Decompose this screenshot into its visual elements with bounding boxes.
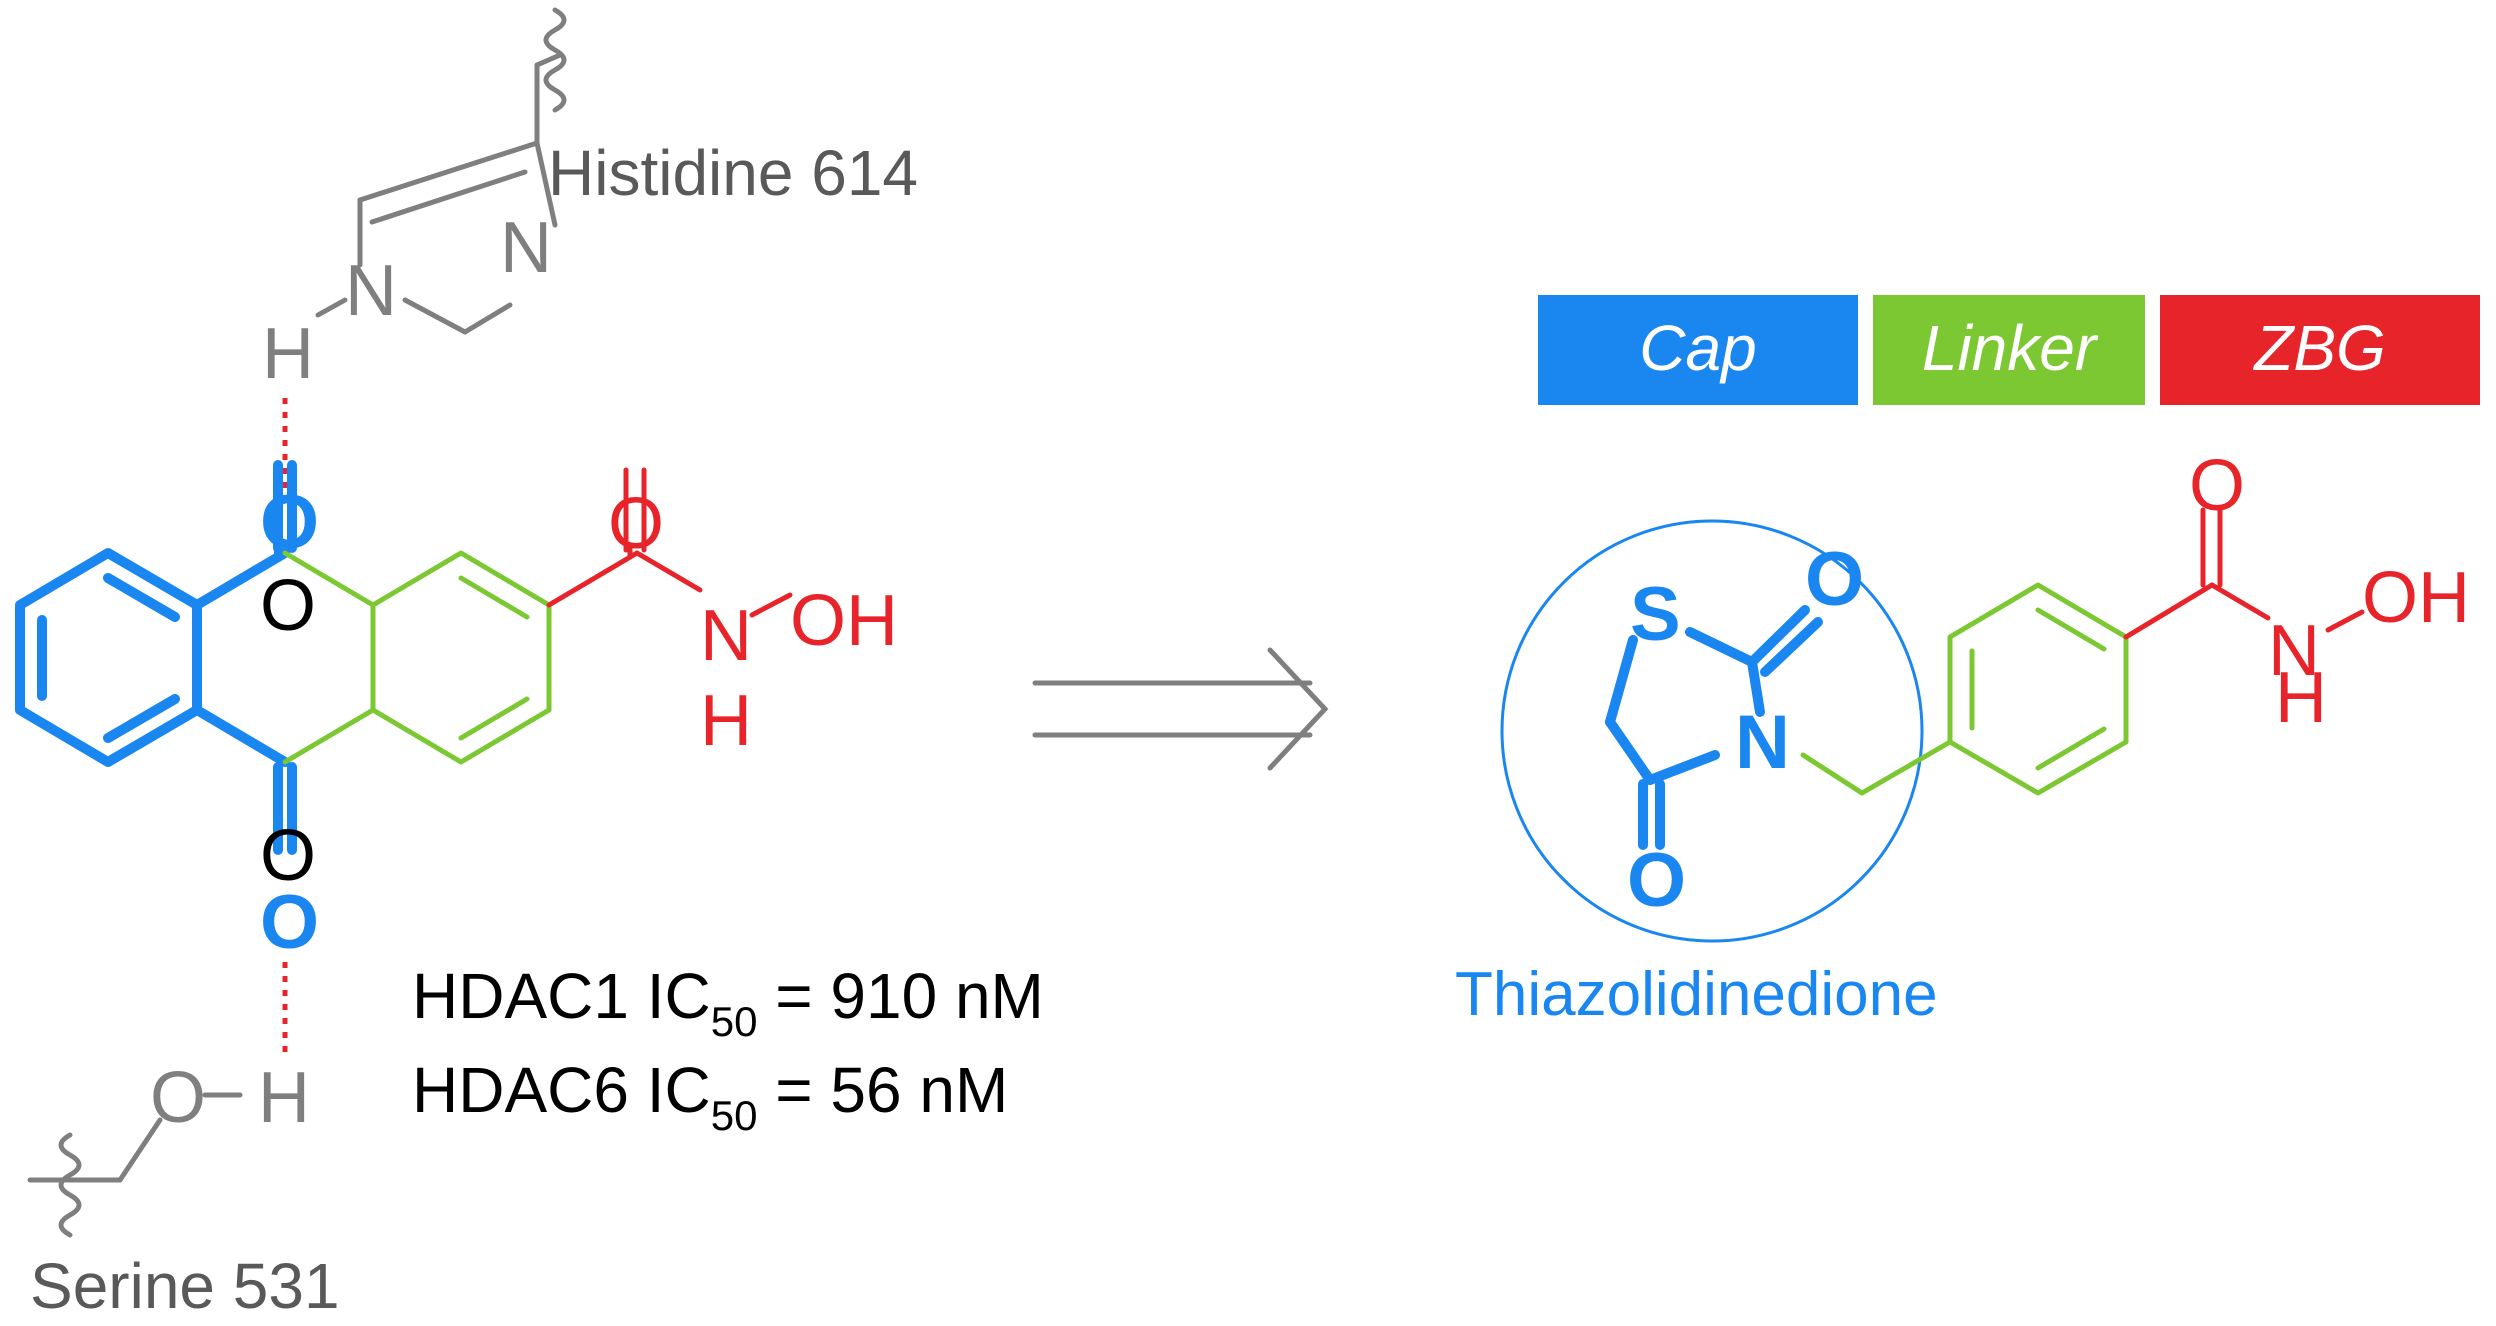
left-zbg-oh-atom: OH [790,581,898,661]
hdac6-ic50-label: HDAC6 IC50 = 56 nM [412,1054,1008,1139]
thiazolidinedione-ring [1605,605,1823,850]
design-arrow [1032,647,1329,771]
right-zbg-oh-atom: OH [2362,558,2470,638]
histidine-n1-atom: N [345,251,397,331]
hdac1-ic50-label: HDAC1 IC50 = 910 nM [412,960,1044,1045]
cap-carbonyl-o-mid-top: O [260,566,316,646]
cap-carbonyl-o-mid-bottom: O [260,816,316,896]
tzd-s-atom: S [1630,572,1681,657]
left-zbg-h-atom: H [700,681,752,761]
serine-label: Serine 531 [30,1250,340,1322]
cap-carbonyl-o-bottom: O [260,880,319,965]
serine-residue [27,1092,243,1238]
tzd-n-atom: N [1735,700,1790,785]
legend-zbg-label: ZBG [2252,312,2386,384]
anthraquinone-linker [282,550,552,765]
legend-cap-box [1538,295,1858,405]
legend: Cap Linker ZBG [1538,295,2480,405]
right-zbg-h-atom: H [2275,658,2327,738]
right-zbg-n-atom: N [2268,611,2320,691]
cap-carbonyl-o-top: O [260,480,319,565]
serine-h-atom: H [258,1058,310,1138]
right-zbg-o-atom: O [2189,446,2245,526]
histidine-h-atom: H [262,314,314,394]
cap-highlight-circle [1500,519,1924,943]
left-zbg-n-atom: N [700,596,752,676]
serine-o-atom: O [150,1058,206,1138]
right-zbg [2123,507,2365,640]
tzd-o-bottom-atom: O [1627,838,1686,923]
left-zbg-o-atom: O [608,484,664,564]
left-zbg [546,467,793,618]
histidine-residue [315,7,567,335]
tzd-o-top-atom: O [1805,537,1864,622]
histidine-label: Histidine 614 [548,137,918,209]
legend-zbg-box [2160,295,2480,405]
legend-linker-box [1873,295,2145,405]
legend-cap-label: Cap [1639,312,1756,384]
histidine-n3-atom: N [500,208,552,288]
legend-linker-label: Linker [1922,312,2099,384]
thiazolidinedione-label: Thiazolidinedione [1455,960,1938,1029]
anthraquinone-cap [15,460,297,855]
